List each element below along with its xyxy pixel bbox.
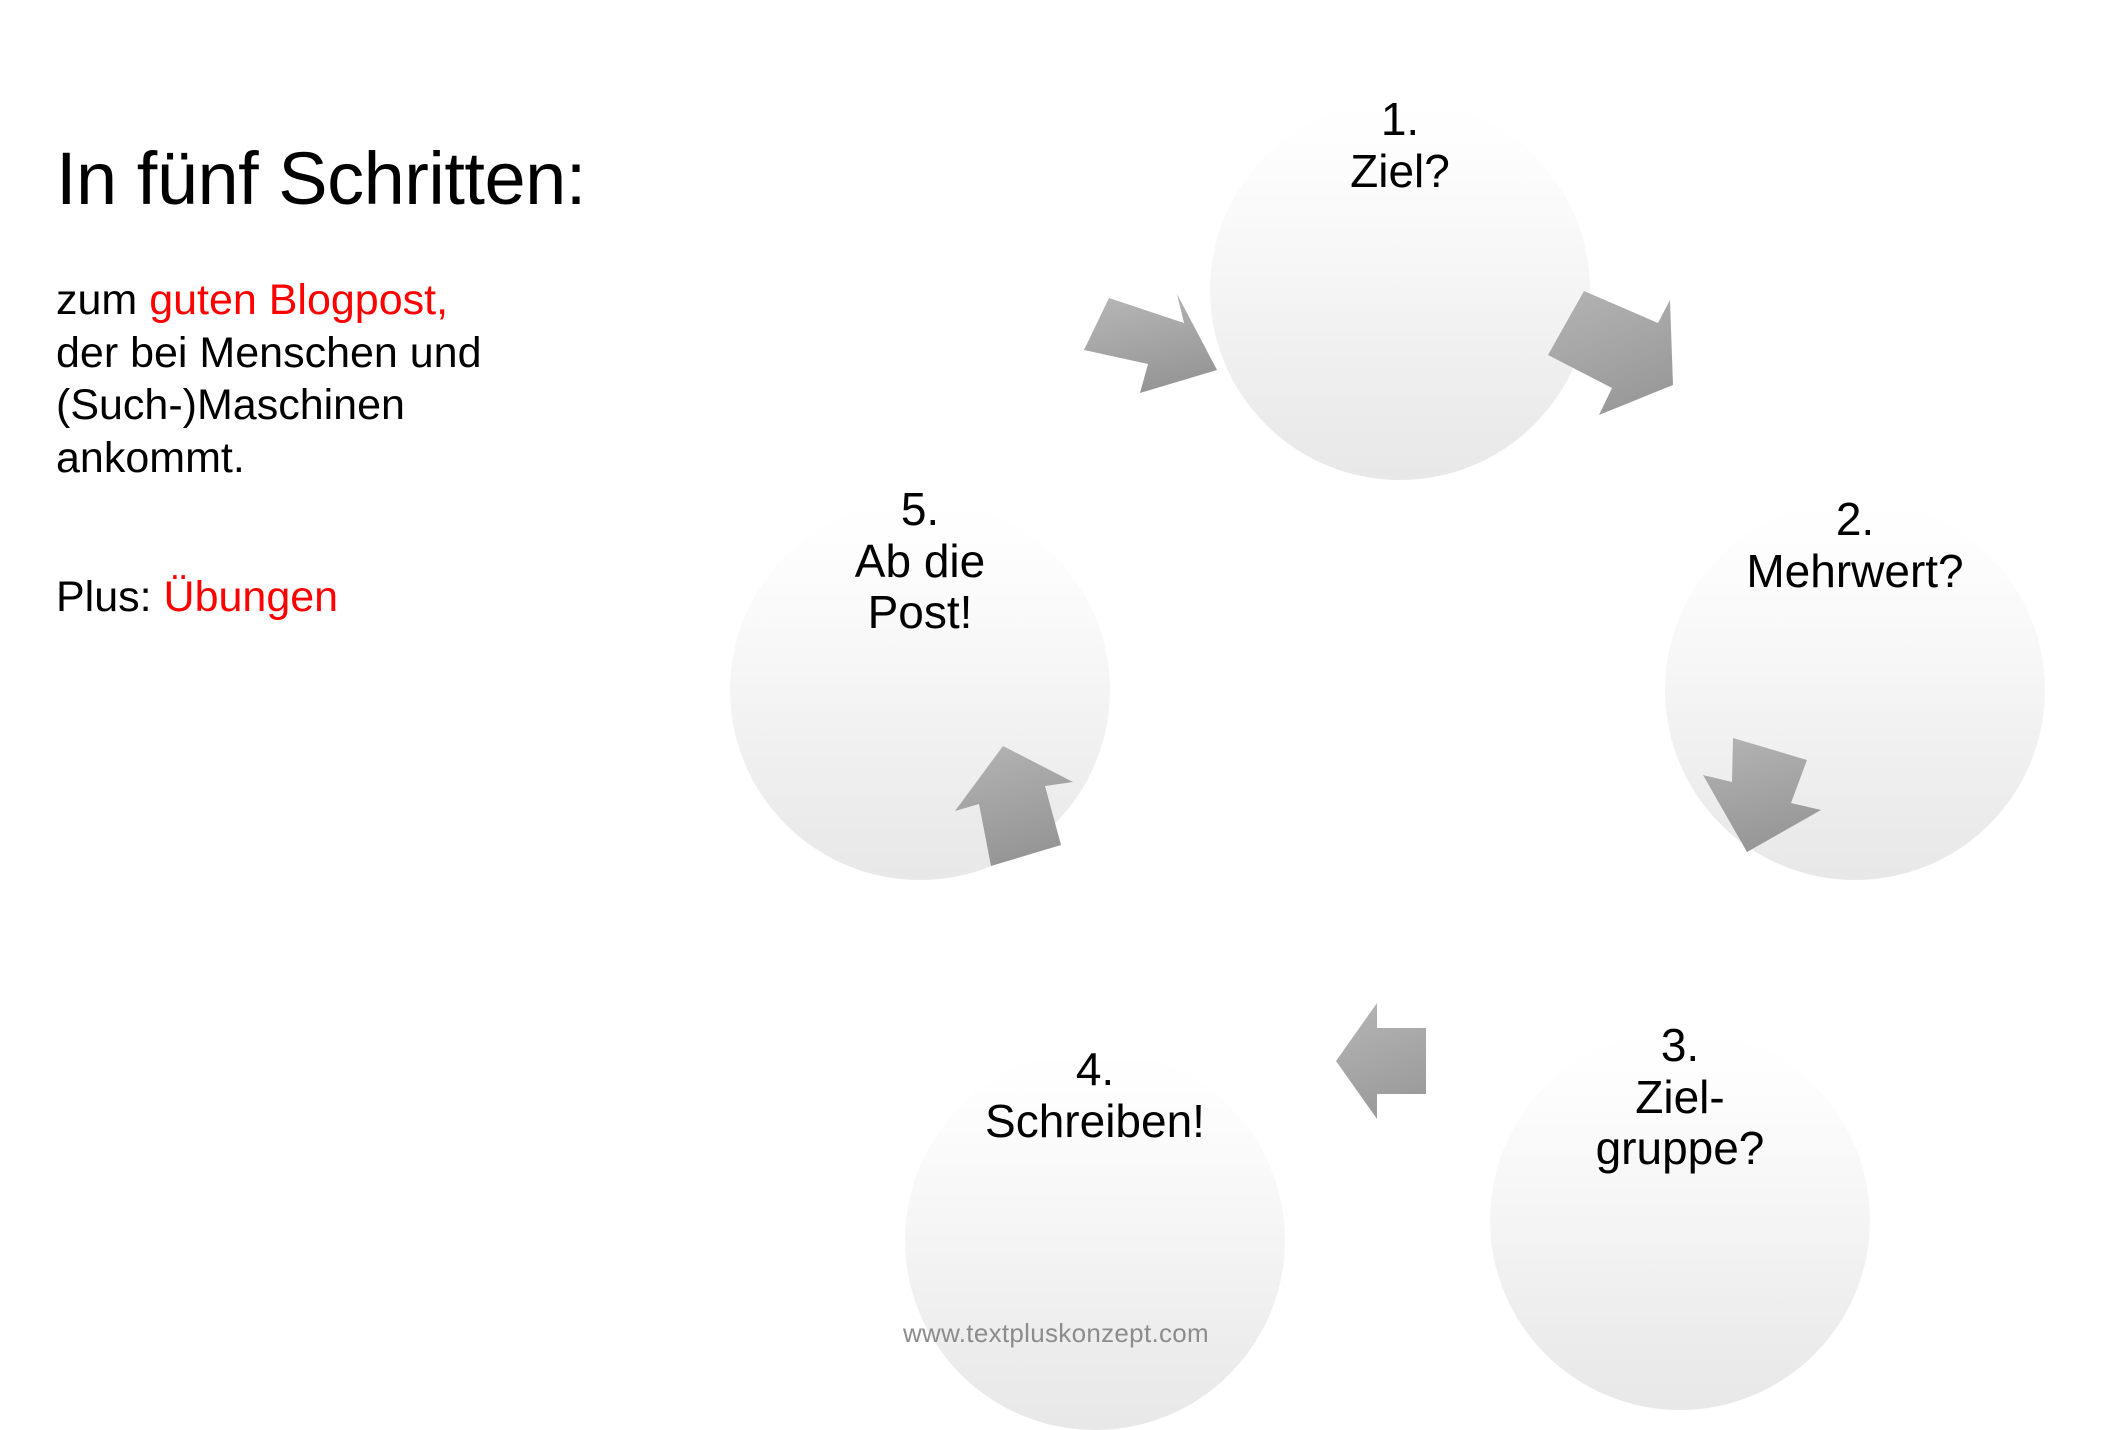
- footer-website-url[interactable]: www.textpluskonzept.com: [902, 1318, 1210, 1348]
- cycle-node-1-label: 1. Ziel?: [1210, 93, 1590, 197]
- cycle-arrow-3-to-4-icon: [1330, 995, 1490, 1155]
- page-title: In fünf Schritten:: [56, 137, 586, 220]
- cycle-arrow-5-to-1-icon: [1080, 280, 1240, 440]
- cycle-arrow-2-to-3-icon: [1685, 730, 1845, 890]
- cycle-node-5-text-line-2: Post!: [867, 586, 973, 639]
- plus-prefix: Plus:: [56, 573, 164, 622]
- cycle-node-4-text: Schreiben!: [985, 1094, 1205, 1147]
- cycle-node-3-label: 3. Ziel- gruppe?: [1490, 1019, 1870, 1175]
- cycle-arrow-1-to-2-icon: [1540, 275, 1700, 435]
- cycle-node-2-label: 2. Mehrwert?: [1665, 493, 2045, 597]
- cycle-node-2-number: 2.: [1835, 493, 1875, 545]
- cycle-node-4-label: 4. Schreiben!: [905, 1043, 1285, 1147]
- intro-line-1-accent: guten Blogpost,: [149, 275, 449, 324]
- cycle-node-1-number: 1.: [1380, 93, 1420, 145]
- intro-line-1-prefix: zum: [56, 275, 150, 324]
- cycle-node-3-text-line-2: gruppe?: [1595, 1122, 1765, 1175]
- cycle-node-4-number: 4.: [1075, 1043, 1115, 1095]
- cycle-node-5-label: 5. Ab die Post!: [730, 483, 1110, 639]
- intro-line-1: zum guten Blogpost,: [56, 274, 756, 327]
- cycle-node-4[interactable]: 4. Schreiben!: [905, 1043, 1285, 1430]
- plus-accent: Übungen: [163, 573, 339, 622]
- intro-line-4: ankommt.: [56, 434, 245, 483]
- plus-line: Plus: Übungen: [56, 571, 756, 624]
- cycle-node-3-text-line-1: Ziel-: [1635, 1070, 1725, 1123]
- slide-canvas: In fünf Schritten: zum guten Blogpost, d…: [56, 93, 2100, 1430]
- cycle-node-5-number: 5.: [900, 483, 940, 535]
- cycle-node-5-text-line-1: Ab die: [854, 534, 986, 587]
- cycle-node-2-text: Mehrwert?: [1746, 544, 1964, 597]
- intro-paragraph: zum guten Blogpost, der bei Menschen und…: [56, 274, 756, 486]
- cycle-node-3[interactable]: 3. Ziel- gruppe?: [1490, 1019, 1870, 1410]
- five-step-cycle-diagram: 1. Ziel? 2. Mehrwert? 3. Ziel- gruppe? 4…: [700, 93, 2100, 1430]
- cycle-node-1-text: Ziel?: [1350, 144, 1450, 197]
- cycle-arrow-4-to-5-icon: [945, 735, 1105, 895]
- cycle-node-3-number: 3.: [1660, 1019, 1700, 1071]
- intro-text-block: In fünf Schritten: zum guten Blogpost, d…: [56, 140, 756, 624]
- intro-line-2: der bei Menschen und: [56, 328, 482, 377]
- intro-line-3: (Such-)Maschinen: [56, 381, 405, 430]
- cycle-node-1[interactable]: 1. Ziel?: [1210, 93, 1590, 480]
